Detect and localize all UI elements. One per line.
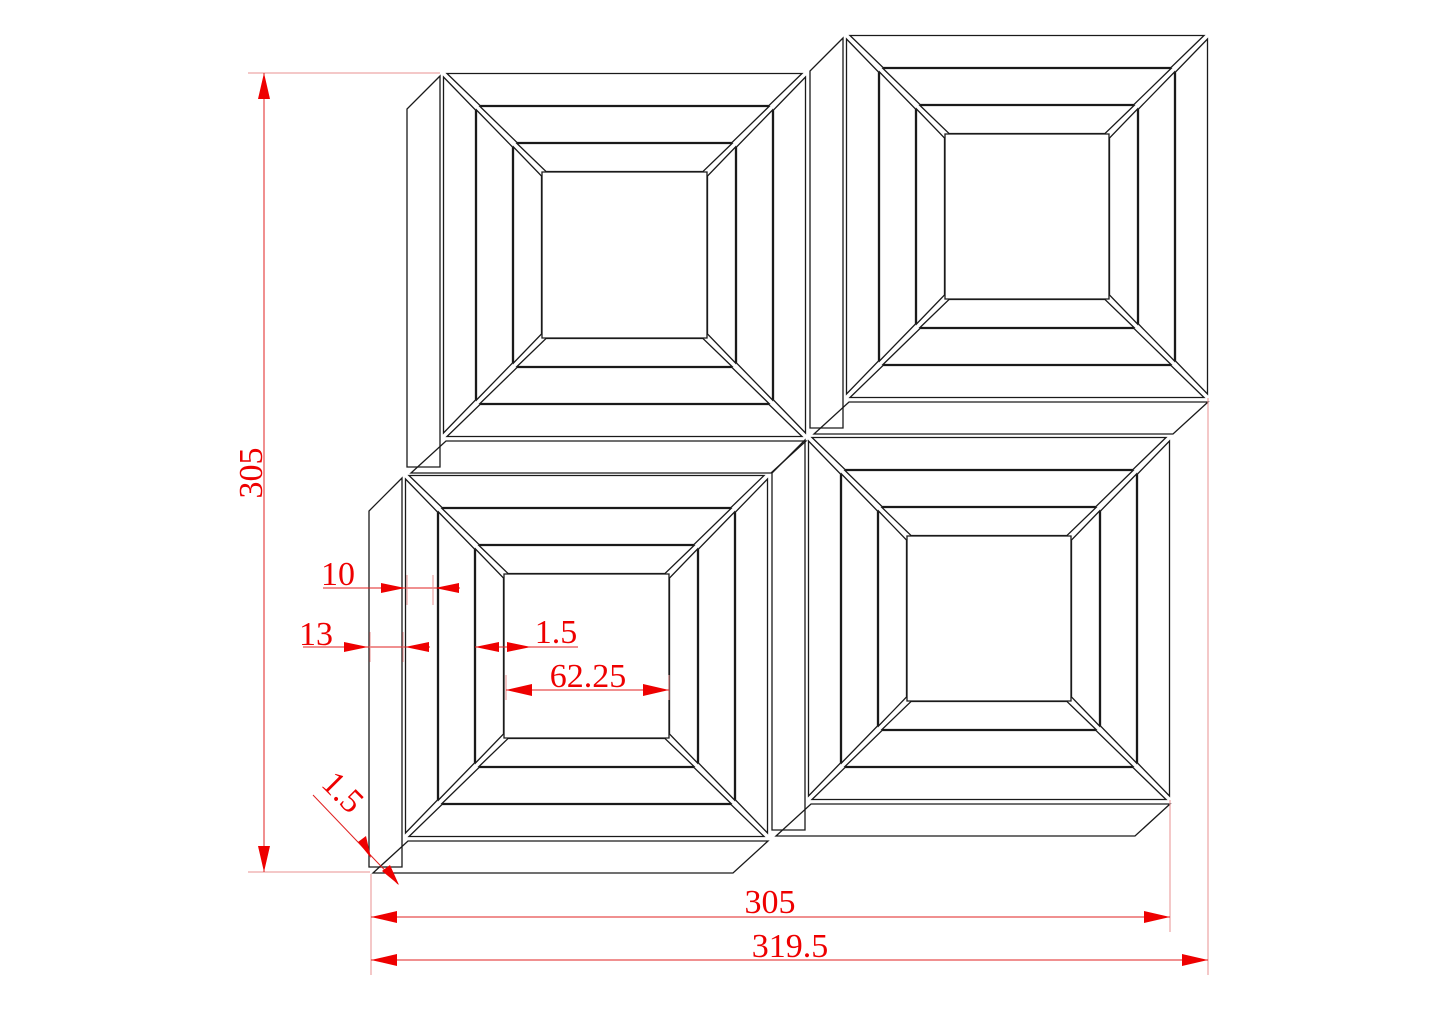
bevel-right <box>1070 509 1101 728</box>
bevel-top <box>843 469 1135 508</box>
bevel-left <box>845 37 880 396</box>
bevel-top <box>407 474 766 509</box>
bevel-right <box>772 75 807 435</box>
dim-label-joint: 1.5 <box>314 764 370 820</box>
side-strip-bottom <box>812 401 1210 435</box>
inner-square <box>906 535 1072 702</box>
bevel-top <box>810 436 1168 471</box>
bevel-bottom <box>407 803 766 838</box>
bevel-left <box>512 145 543 365</box>
dim-label-gap: 1.5 <box>535 614 578 651</box>
bevel-right <box>697 510 736 802</box>
bevel-left <box>474 547 505 765</box>
bevel-top <box>477 544 696 575</box>
bevel-top <box>440 507 733 546</box>
dim-label-band: 13 <box>299 616 333 653</box>
bevel-bottom <box>848 364 1206 399</box>
dim-label-overall: 319.5 <box>752 928 829 965</box>
dimension-band-13: 13 <box>299 616 430 662</box>
bevel-left <box>840 472 879 765</box>
bevel-left <box>877 509 908 728</box>
bevel-bottom <box>918 298 1136 329</box>
bevel-right <box>735 108 774 402</box>
bevel-top <box>848 34 1206 69</box>
side-strip-left <box>771 438 806 831</box>
side-strip-left <box>368 476 403 868</box>
bevel-bottom <box>843 729 1135 768</box>
bevel-bottom <box>810 766 1168 801</box>
bevel-bottom <box>881 327 1173 366</box>
bevel-bottom <box>478 366 771 405</box>
side-strip-left <box>406 74 441 468</box>
side-strip-bottom <box>371 840 770 874</box>
bevel-left <box>878 70 917 363</box>
bevel-right <box>1108 107 1139 326</box>
dimension-inner-62-25: 62.25 <box>505 658 670 700</box>
bevel-top <box>880 506 1098 537</box>
bevel-right <box>1174 37 1209 396</box>
dimension-height-305: 305 <box>233 72 440 873</box>
bevel-top <box>445 72 804 107</box>
bevel-bottom <box>515 337 734 368</box>
inner-square <box>503 573 670 739</box>
dimension-strip-10: 10 <box>321 556 460 605</box>
inner-square <box>541 171 708 339</box>
bevel-top <box>918 104 1136 135</box>
side-strip-bottom <box>774 803 1172 837</box>
bevel-right <box>1099 472 1138 765</box>
bevel-left <box>404 477 439 835</box>
bevel-bottom <box>880 700 1098 731</box>
bevel-left <box>475 108 514 402</box>
bevel-bottom <box>440 766 733 805</box>
bevel-top <box>881 67 1173 106</box>
bevel-left <box>807 439 842 798</box>
bevel-right <box>734 477 769 835</box>
dim-label-inner: 62.25 <box>550 658 627 695</box>
bevel-left <box>442 75 477 435</box>
dimension-width-305: 305 <box>370 800 1171 975</box>
bevel-top <box>478 105 771 144</box>
tile-geometry <box>368 34 1210 874</box>
bevel-right <box>1136 439 1171 798</box>
dimension-width-319-5: 319.5 <box>371 398 1209 975</box>
bevel-bottom <box>477 737 696 768</box>
bevel-right <box>706 145 737 365</box>
dimension-gap-1-5: 1.5 <box>475 614 578 652</box>
bevel-left <box>915 107 946 326</box>
bevel-top <box>515 142 734 173</box>
bevel-right <box>1137 70 1176 363</box>
bevel-left <box>437 510 476 802</box>
dim-label-height: 305 <box>233 448 270 499</box>
inner-square <box>944 133 1110 300</box>
bevel-bottom <box>445 403 804 438</box>
dim-label-strip: 10 <box>321 556 355 593</box>
side-strip-left <box>809 36 844 429</box>
side-strip-bottom <box>409 440 808 474</box>
bevel-right <box>668 547 699 765</box>
dim-label-width: 305 <box>745 884 796 921</box>
